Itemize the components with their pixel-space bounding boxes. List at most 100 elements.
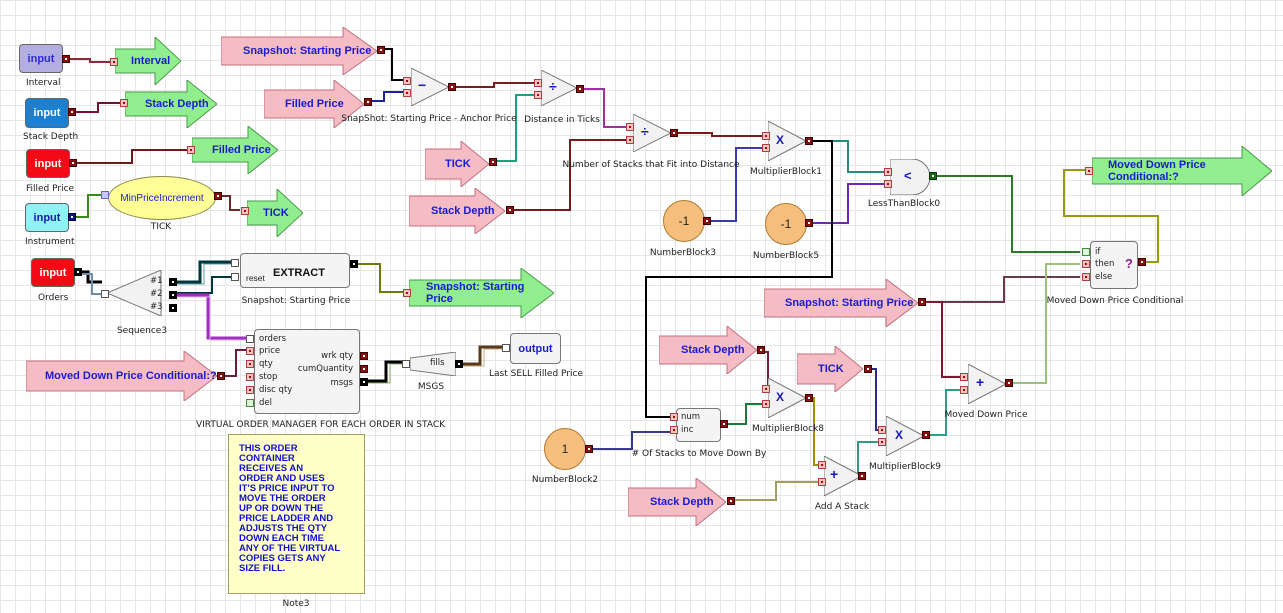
vom-disc-qty-port[interactable]	[246, 386, 254, 394]
multiplier9-in-a-port[interactable]	[878, 426, 886, 434]
filled-price-receive[interactable]: Filled Price	[264, 80, 364, 128]
moved-down-price-in-a-port[interactable]	[960, 373, 968, 381]
interval-output-port[interactable]	[62, 55, 70, 63]
multiplier8-block[interactable]: X	[768, 378, 806, 418]
conditional-else-port[interactable]	[1082, 273, 1090, 281]
number-block-3[interactable]: -1	[663, 200, 705, 242]
divide-distance-in-a-port[interactable]	[534, 79, 542, 87]
conditional-then-port[interactable]	[1082, 260, 1090, 268]
less-than-block[interactable]: <	[890, 159, 932, 195]
instrument-output-port[interactable]	[68, 213, 76, 221]
counter-num-port[interactable]	[670, 413, 678, 421]
snapshot-receive-top-port[interactable]	[377, 46, 385, 54]
add-stack-out-port[interactable]	[858, 472, 866, 480]
interval-input-block[interactable]: input	[19, 44, 63, 73]
extract-in-port[interactable]	[231, 259, 239, 267]
subtract-in-b-port[interactable]	[403, 89, 411, 97]
msgs-out-port[interactable]	[455, 360, 463, 368]
stack-depth-receive-mid[interactable]: Stack Depth	[409, 188, 505, 234]
sequence-in-port[interactable]	[101, 290, 109, 298]
filled-price-input-block[interactable]: input	[26, 149, 70, 178]
divide-distance-out-port[interactable]	[576, 85, 584, 93]
multiplier1-in-b-port[interactable]	[762, 144, 770, 152]
divide-distance-block[interactable]: ÷	[541, 70, 577, 106]
number-block-3-out-port[interactable]	[703, 217, 711, 225]
add-stack-in-a-port[interactable]	[818, 461, 826, 469]
filled-price-send-arrow[interactable]: Filled Price	[192, 126, 278, 174]
number-block-2[interactable]: 1	[544, 428, 586, 470]
conditional-out-port[interactable]	[1138, 258, 1146, 266]
stack-depth-input-block[interactable]: input	[25, 98, 69, 128]
moved-down-send-arrow[interactable]: Moved Down Price Conditional:?	[1092, 146, 1272, 196]
multiplier1-block[interactable]: X	[768, 121, 806, 161]
multiplier8-in-a-port[interactable]	[762, 385, 770, 393]
extract-block[interactable]: EXTRACT reset	[240, 253, 350, 288]
vom-stop-port[interactable]	[246, 373, 254, 381]
output-in-port[interactable]	[502, 344, 510, 352]
stack-depth-output-port[interactable]	[68, 108, 76, 116]
vom-price-port[interactable]	[246, 347, 254, 355]
moved-down-price-block[interactable]: +	[968, 364, 1006, 404]
tick-send-port[interactable]	[241, 207, 249, 215]
number-block-5[interactable]: -1	[765, 203, 807, 245]
sequence-block[interactable]: #1 #2 #3	[107, 270, 169, 316]
counter-block[interactable]: num inc	[676, 408, 721, 442]
moved-down-send-port[interactable]	[1085, 167, 1093, 175]
extract-reset-port[interactable]	[231, 273, 239, 281]
stack-depth-receive-r1-port[interactable]	[757, 346, 765, 354]
vom-cumquantity-port[interactable]	[360, 365, 368, 373]
vom-orders-port[interactable]	[246, 335, 254, 343]
interval-send-arrow[interactable]: Interval	[115, 37, 181, 85]
less-than-in-a-port[interactable]	[884, 168, 892, 176]
orders-input-block[interactable]: input	[31, 258, 75, 287]
sequence-out-port-2[interactable]	[169, 291, 177, 299]
conditional-if-port[interactable]	[1082, 248, 1090, 256]
min-price-increment-in-port[interactable]	[101, 191, 109, 199]
instrument-input-block[interactable]: input	[25, 203, 69, 232]
min-price-increment-block[interactable]: MinPriceIncrement	[108, 176, 216, 220]
subtract-in-a-port[interactable]	[403, 77, 411, 85]
multiplier9-block[interactable]: X	[886, 416, 924, 456]
snapshot-send-arrow[interactable]: Snapshot: Starting Price	[409, 268, 554, 318]
moved-down-receive-left[interactable]: Moved Down Price Conditional:?	[26, 351, 217, 401]
orders-output-port[interactable]	[74, 268, 82, 276]
subtract-block[interactable]: −	[411, 68, 449, 106]
filled-price-receive-port[interactable]	[364, 98, 372, 106]
note-block[interactable]: THIS ORDER CONTAINER RECEIVES AN ORDER A…	[228, 434, 365, 594]
snapshot-receive-top[interactable]: Snapshot: Starting Price	[221, 27, 377, 75]
less-than-in-b-port[interactable]	[884, 180, 892, 188]
output-block[interactable]: output	[510, 333, 561, 364]
number-block-2-out-port[interactable]	[585, 445, 593, 453]
min-price-increment-out-port[interactable]	[214, 192, 222, 200]
msgs-block[interactable]: fills	[410, 352, 456, 376]
tick-send-arrow[interactable]: TICK	[247, 189, 303, 237]
multiplier8-out-port[interactable]	[805, 394, 813, 402]
divide-distance-in-b-port[interactable]	[534, 91, 542, 99]
multiplier9-in-b-port[interactable]	[878, 438, 886, 446]
subtract-out-port[interactable]	[448, 83, 456, 91]
vom-msgs-port[interactable]	[360, 378, 368, 386]
interval-send-port[interactable]	[110, 58, 118, 66]
snapshot-send-port[interactable]	[403, 289, 411, 297]
less-than-out-port[interactable]	[929, 172, 937, 180]
stack-depth-receive-mid-port[interactable]	[506, 206, 514, 214]
snapshot-receive-right-port[interactable]	[918, 298, 926, 306]
vom-qty-port[interactable]	[246, 360, 254, 368]
filled-price-send-port[interactable]	[187, 146, 195, 154]
divide-stacks-in-b-port[interactable]	[626, 136, 634, 144]
counter-out-port[interactable]	[720, 420, 728, 428]
moved-down-receive-left-port[interactable]	[217, 372, 225, 380]
divide-stacks-in-a-port[interactable]	[626, 123, 634, 131]
stack-depth-send-port[interactable]	[120, 99, 128, 107]
sequence-out-port-3[interactable]	[169, 304, 177, 312]
counter-inc-port[interactable]	[670, 426, 678, 434]
multiplier9-out-port[interactable]	[922, 431, 930, 439]
tick-receive-right[interactable]: TICK	[797, 346, 863, 392]
add-stack-block[interactable]: +	[824, 456, 862, 496]
divide-stacks-out-port[interactable]	[670, 129, 678, 137]
multiplier8-in-b-port[interactable]	[762, 400, 770, 408]
multiplier1-out-port[interactable]	[805, 137, 813, 145]
divide-stacks-block[interactable]: ÷	[633, 114, 671, 152]
filled-price-output-port[interactable]	[69, 159, 77, 167]
extract-out-port[interactable]	[350, 260, 358, 268]
